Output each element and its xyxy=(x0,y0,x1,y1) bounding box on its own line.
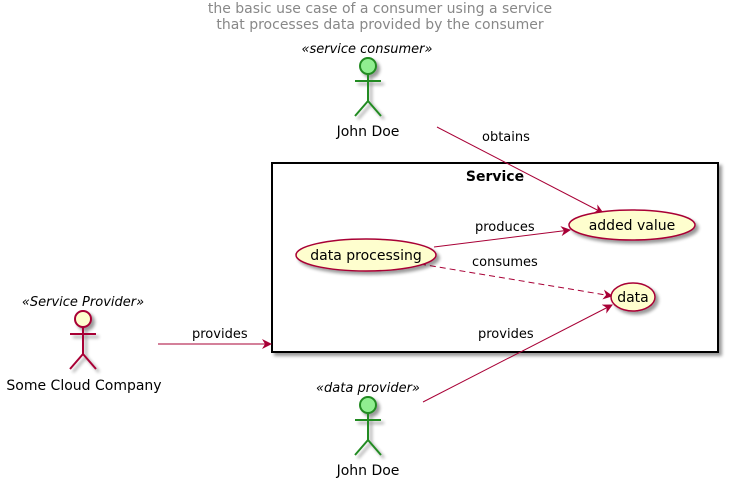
actor-consumer-name: John Doe xyxy=(336,124,400,140)
edge-produces xyxy=(433,226,571,248)
diagram-title-line-1: the basic use case of a consumer using a… xyxy=(208,1,552,17)
actor-provider-stereotype: «Service Provider» xyxy=(22,295,144,310)
edge-consumes xyxy=(419,263,613,300)
usecase-data: data xyxy=(610,282,656,312)
edge-label-provides-service: provides xyxy=(192,327,248,342)
stick-figure-icon xyxy=(354,57,382,117)
stick-figure-icon xyxy=(69,310,97,370)
service-boundary-label: Service xyxy=(466,169,524,185)
usecase-data-processing-label: data processing xyxy=(310,248,421,264)
edge-label-consumes: consumes xyxy=(472,255,538,270)
stick-figure-icon xyxy=(354,396,382,456)
actor-data-provider-name: John Doe xyxy=(336,463,400,479)
usecase-added-value-label: added value xyxy=(589,218,676,234)
usecase-added-value: added value xyxy=(568,209,696,241)
edges xyxy=(158,126,613,403)
actor-consumer-stereotype: «service consumer» xyxy=(301,42,432,57)
edge-provides-data xyxy=(422,304,613,403)
diagram-title-line-2: that processes data provided by the cons… xyxy=(216,17,544,33)
edge-obtains xyxy=(436,126,604,214)
usecase-data-label: data xyxy=(617,290,649,306)
edge-label-produces: produces xyxy=(475,220,535,235)
edge-label-obtains: obtains xyxy=(482,130,530,145)
usecase-data-processing: data processing xyxy=(295,238,437,272)
edge-label-provides-data: provides xyxy=(478,327,534,342)
actor-data-provider-stereotype: «data provider» xyxy=(316,381,420,396)
actor-provider-name: Some Cloud Company xyxy=(6,378,161,394)
